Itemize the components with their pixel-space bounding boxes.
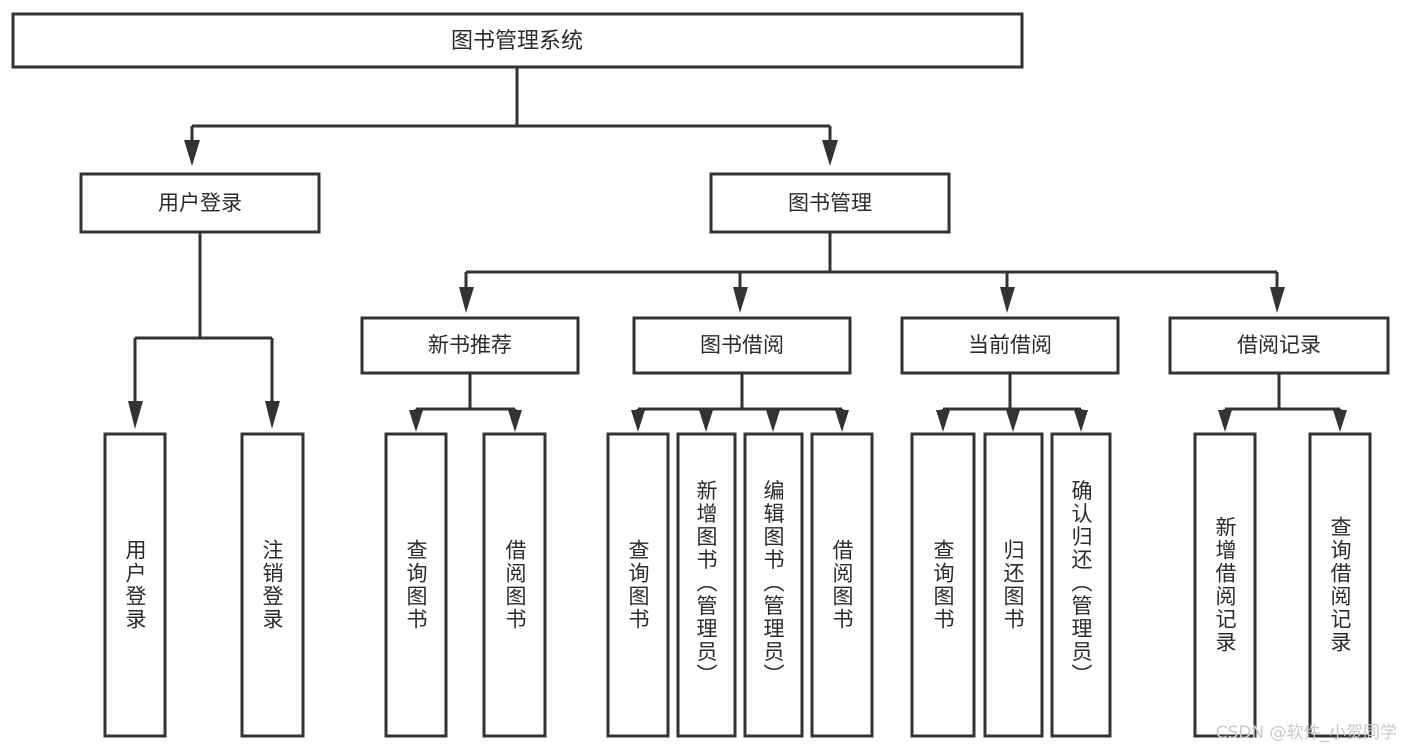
node-root-label: 图书管理系统 (451, 29, 583, 54)
node-leaf-add-book-label: 新增图书（管理员） (694, 480, 718, 687)
edge-group-bookmanage-to-level2 (459, 232, 1285, 313)
node-leaf-borrow-book-2[interactable]: 借阅图书 (810, 432, 874, 738)
node-borrow-record-label: 借阅记录 (1237, 333, 1321, 357)
arrow-head-leaf-query-book-3 (936, 410, 950, 432)
node-current-borrow-label: 当前借阅 (968, 333, 1052, 357)
node-leaf-add-record[interactable]: 新增借阅记录 (1193, 432, 1257, 738)
arrow-head-leaf-user-logout (265, 401, 280, 429)
node-leaf-user-login[interactable]: 用户登录 (103, 432, 167, 738)
node-leaf-edit-book-box[interactable] (743, 432, 804, 738)
edge-group-newbook-to-leaves (409, 373, 522, 432)
node-leaf-query-record-box[interactable] (1308, 432, 1372, 738)
node-leaf-query-record[interactable]: 查询借阅记录 (1308, 432, 1372, 738)
arrow-head-book-borrow (733, 287, 748, 313)
node-book-borrow-label: 图书借阅 (700, 333, 784, 357)
node-leaf-user-login-box[interactable] (103, 432, 167, 738)
node-leaf-return-book[interactable]: 归还图书 (983, 432, 1044, 738)
node-book-manage-label: 图书管理 (788, 191, 872, 215)
node-current-borrow[interactable]: 当前借阅 (900, 316, 1120, 375)
node-leaf-query-book-3-label: 查询图书 (931, 539, 955, 631)
arrow-head-user-login (184, 140, 200, 166)
node-leaf-add-book-box[interactable] (676, 432, 737, 738)
node-leaf-add-book[interactable]: 新增图书（管理员） (676, 432, 737, 738)
arrow-head-new-book-rec (459, 287, 474, 313)
edge-group-userlogin-to-leaves (128, 232, 280, 429)
node-leaf-add-record-box[interactable] (1193, 432, 1257, 738)
node-leaf-edit-book[interactable]: 编辑图书（管理员） (743, 432, 804, 738)
node-book-borrow[interactable]: 图书借阅 (632, 316, 852, 375)
node-leaf-query-book-2-label: 查询图书 (626, 539, 650, 631)
edge-group-borrowrecord-to-leaves (1218, 373, 1347, 432)
node-leaf-query-book-3-box[interactable] (910, 432, 976, 738)
csdn-watermark: CSDN @软件_小贺同学 (1215, 723, 1397, 743)
node-borrow-record[interactable]: 借阅记录 (1168, 316, 1390, 375)
arrow-head-leaf-query-book-2 (631, 410, 645, 432)
node-leaf-edit-book-label: 编辑图书（管理员） (761, 480, 785, 687)
node-leaf-confirm-return-box[interactable] (1050, 432, 1112, 738)
node-leaf-query-book-2-box[interactable] (606, 432, 670, 738)
node-leaf-return-book-box[interactable] (983, 432, 1044, 738)
node-leaf-borrow-book-1[interactable]: 借阅图书 (482, 432, 547, 738)
arrow-head-leaf-confirm-return (1074, 410, 1088, 432)
arrow-head-leaf-query-record (1333, 410, 1347, 432)
node-leaf-query-book-1-label: 查询图书 (404, 539, 428, 631)
node-leaf-user-logout-label: 注销登录 (260, 539, 284, 631)
node-leaf-user-logout-box[interactable] (240, 432, 305, 738)
arrow-head-current-borrow (1000, 287, 1015, 313)
node-root[interactable]: 图书管理系统 (11, 12, 1024, 69)
arrow-head-book-manage (822, 140, 838, 166)
edge-group-currentborrow-to-leaves (936, 373, 1088, 432)
node-leaf-borrow-book-1-box[interactable] (482, 432, 547, 738)
arrow-head-borrow-record (1270, 287, 1285, 313)
node-current-borrow-box[interactable] (900, 316, 1120, 375)
node-leaf-user-logout[interactable]: 注销登录 (240, 432, 305, 738)
arrow-head-leaf-add-book (699, 410, 713, 432)
node-new-book-rec-label: 新书推荐 (428, 333, 512, 357)
node-user-login-box[interactable] (79, 172, 321, 234)
node-book-borrow-box[interactable] (632, 316, 852, 375)
edge-group-root-to-level1 (184, 67, 838, 166)
arrow-head-leaf-edit-book (766, 410, 780, 432)
arrow-head-leaf-user-login (128, 401, 143, 429)
node-leaf-user-login-label: 用户登录 (123, 539, 147, 631)
node-leaf-borrow-book-2-label: 借阅图书 (830, 539, 854, 631)
node-leaf-query-book-2[interactable]: 查询图书 (606, 432, 670, 738)
node-leaf-add-record-label: 新增借阅记录 (1213, 516, 1237, 654)
node-leaf-borrow-book-2-box[interactable] (810, 432, 874, 738)
node-user-login-label: 用户登录 (158, 191, 242, 215)
arrow-head-leaf-query-book-1 (409, 410, 423, 432)
node-user-login[interactable]: 用户登录 (79, 172, 321, 234)
node-leaf-borrow-book-1-label: 借阅图书 (503, 539, 527, 631)
node-leaf-query-book-1[interactable]: 查询图书 (384, 432, 448, 738)
node-leaf-confirm-return-label: 确认归还（管理员） (1069, 480, 1093, 687)
node-book-manage[interactable]: 图书管理 (709, 172, 951, 234)
arrow-head-leaf-add-record (1218, 410, 1232, 432)
node-leaf-confirm-return[interactable]: 确认归还（管理员） (1050, 432, 1112, 738)
edge-group-bookborrow-to-leaves (631, 373, 849, 432)
node-root-box[interactable] (11, 12, 1024, 69)
node-leaf-query-record-label: 查询借阅记录 (1328, 516, 1352, 654)
arrow-head-leaf-borrow-book-2 (835, 410, 849, 432)
node-new-book-rec-box[interactable] (360, 316, 580, 375)
node-leaf-query-book-3[interactable]: 查询图书 (910, 432, 976, 738)
node-leaf-query-book-1-box[interactable] (384, 432, 448, 738)
node-book-manage-box[interactable] (709, 172, 951, 234)
node-borrow-record-box[interactable] (1168, 316, 1390, 375)
arrow-head-leaf-borrow-book-1 (508, 410, 522, 432)
arrow-head-leaf-return-book (1006, 410, 1020, 432)
node-new-book-rec[interactable]: 新书推荐 (360, 316, 580, 375)
node-leaf-return-book-label: 归还图书 (1001, 539, 1025, 631)
